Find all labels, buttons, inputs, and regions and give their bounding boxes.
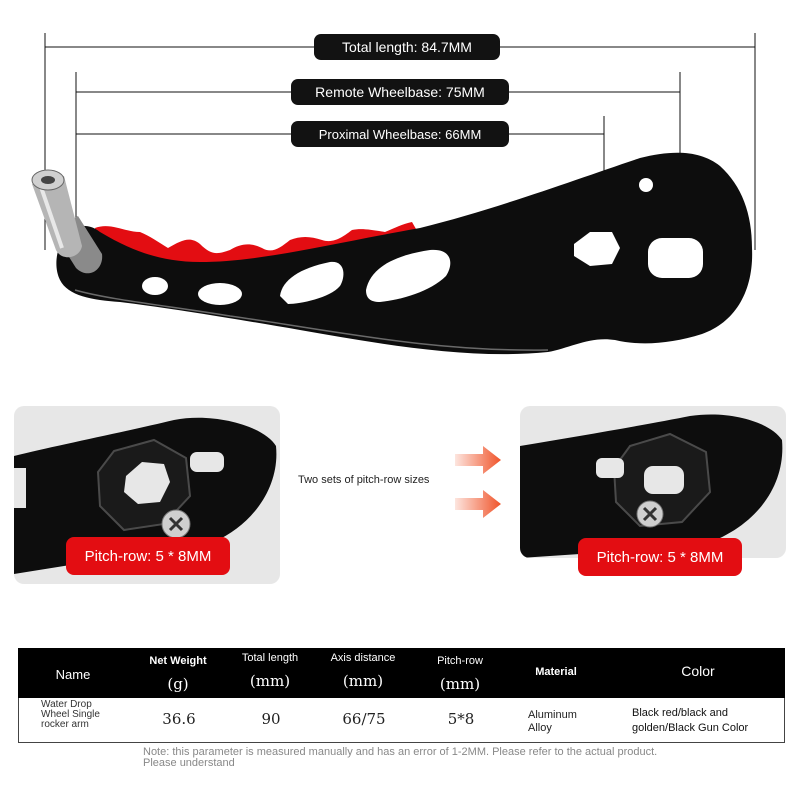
header-axis-distance-label: Axis distance	[330, 652, 396, 664]
pitch-row-label-right: Pitch-row: 5 * 8MM	[578, 538, 742, 576]
header-pitch-row-label: Pitch-row	[437, 655, 483, 667]
pitch-photo-left-drawing	[14, 417, 277, 574]
pitch-row-label-left: Pitch-row: 5 * 8MM	[66, 537, 230, 575]
header-material: Material	[535, 666, 577, 678]
header-net-weight: Net Weight (g)	[138, 655, 218, 693]
remote-wheelbase-label: Remote Wheelbase: 75MM	[291, 79, 509, 105]
cell-net-weight: 36.6	[162, 710, 196, 728]
header-color: Color	[681, 663, 715, 679]
rocker-arm-illustration	[31, 33, 756, 355]
spec-table-header: Name Net Weight (g) Total length (mm) Ax…	[18, 648, 785, 698]
header-total-length: Total length (mm)	[230, 652, 310, 690]
measurement-note: Note: this parameter is measured manuall…	[143, 746, 658, 769]
cell-name: Water Drop Wheel Single rocker arm	[41, 699, 100, 730]
header-axis-distance-unit: (mm)	[342, 672, 384, 690]
header-name: Name	[55, 667, 91, 682]
header-axis-distance: Axis distance (mm)	[321, 652, 405, 690]
arm-body	[56, 152, 753, 355]
arm-cutouts	[142, 178, 703, 305]
proximal-wheelbase-label: Proximal Wheelbase: 66MM	[291, 121, 509, 147]
cell-axis-distance: 66/75	[342, 710, 386, 728]
arrow-right-icon	[455, 446, 501, 474]
shaft	[31, 169, 103, 274]
pitch-photo-right-drawing	[520, 414, 783, 558]
arrow-right-icon	[455, 490, 501, 518]
header-pitch-row: Pitch-row (mm)	[422, 655, 498, 693]
pitch-caption: Two sets of pitch-row sizes	[298, 474, 430, 486]
header-total-length-label: Total length	[241, 652, 299, 664]
header-net-weight-unit: (g)	[167, 675, 189, 693]
header-pitch-row-unit: (mm)	[439, 675, 481, 693]
total-length-label: Total length: 84.7MM	[314, 34, 500, 60]
cell-material: Aluminum Alloy	[528, 709, 577, 734]
table-row: Water Drop Wheel Single rocker arm 36.6 …	[18, 698, 785, 743]
cell-pitch-row: 5*8	[447, 710, 475, 728]
header-total-length-unit: (mm)	[249, 672, 291, 690]
arrow-icons	[455, 446, 501, 518]
header-net-weight-label: Net Weight	[149, 655, 207, 667]
cell-color: Black red/black and golden/Black Gun Col…	[632, 707, 749, 734]
spec-table: Name Net Weight (g) Total length (mm) Ax…	[18, 648, 785, 743]
pitch-photo-right	[520, 406, 786, 558]
cell-total-length: 90	[261, 710, 281, 728]
